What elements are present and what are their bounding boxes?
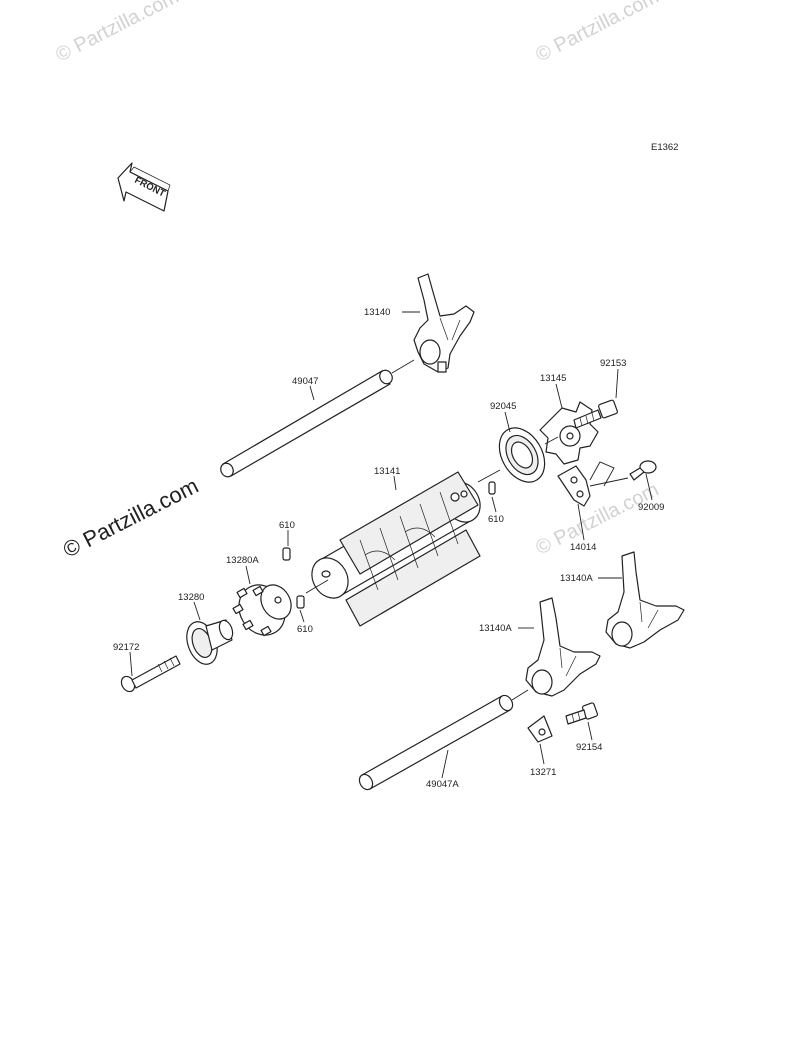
label-610-top: 610	[279, 520, 295, 531]
stopper-plate-14014	[557, 465, 591, 507]
bolt-92009	[629, 460, 657, 481]
shift-fork-13140A-right	[605, 551, 685, 649]
label-49047: 49047	[292, 376, 318, 387]
label-13280: 13280	[178, 592, 204, 603]
label-14014: 14014	[570, 542, 596, 553]
plate-13271	[527, 715, 553, 743]
shift-rod-49047	[220, 369, 393, 478]
hub-13280A	[232, 584, 292, 637]
label-13271: 13271	[530, 767, 556, 778]
label-13140A-left: 13140A	[479, 623, 512, 634]
label-92172: 92172	[113, 642, 139, 653]
label-92153: 92153	[600, 358, 626, 369]
bolt-92154	[565, 702, 599, 725]
label-13145: 13145	[540, 373, 566, 384]
watermark-top-right: © Partzilla.com	[532, 0, 662, 66]
shift-drum-13141	[311, 471, 481, 627]
label-49047A: 49047A	[426, 779, 459, 790]
label-92045: 92045	[490, 401, 516, 412]
front-direction-arrow-icon: FRONT	[117, 162, 171, 212]
shift-drum-cam-13145	[539, 401, 599, 465]
label-610-bot: 610	[297, 624, 313, 635]
shift-fork-13140A-left	[525, 597, 601, 697]
bolt-92172	[120, 655, 181, 693]
shift-fork-13140	[413, 273, 475, 373]
label-13140A-right: 13140A	[560, 573, 593, 584]
diagram-code: E1362	[651, 142, 678, 153]
label-92154: 92154	[576, 742, 602, 753]
pin-610-bot	[296, 595, 305, 609]
bearing-92045	[498, 427, 546, 483]
bolt-92153	[573, 399, 618, 429]
watermark-main: © Partzilla.com	[59, 473, 202, 563]
label-92009: 92009	[638, 502, 664, 513]
watermark-top-left: © Partzilla.com	[52, 0, 182, 66]
shift-rod-49047A	[358, 694, 514, 791]
watermark-center-right: © Partzilla.com	[532, 479, 662, 560]
label-13140: 13140	[364, 307, 390, 318]
label-13280A: 13280A	[226, 555, 259, 566]
label-13141: 13141	[374, 466, 400, 477]
bearing-13280	[186, 619, 234, 665]
label-610-mid: 610	[488, 514, 504, 525]
pin-610-mid	[488, 481, 496, 495]
pin-610-top	[282, 547, 291, 561]
